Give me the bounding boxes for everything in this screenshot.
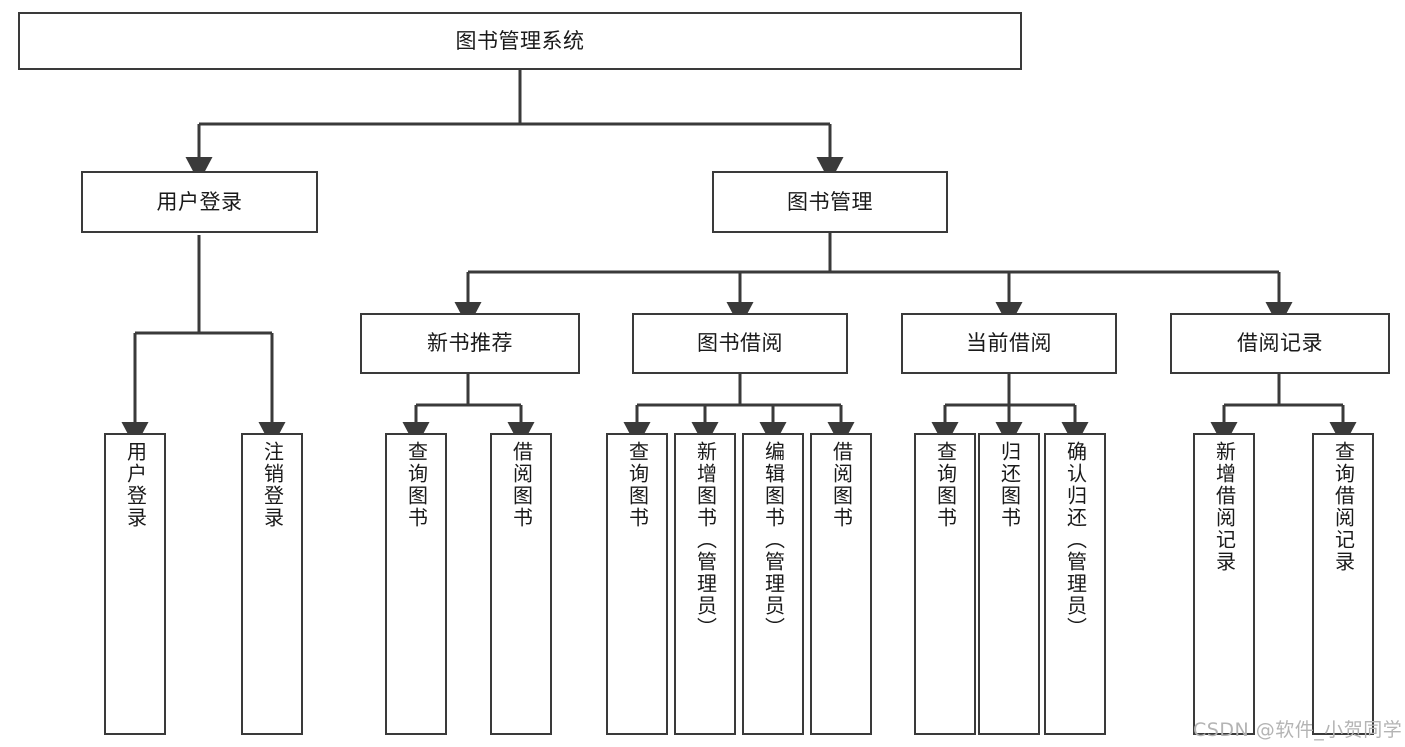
node-book-borrow-label: 图书借阅 [697,331,783,356]
node-user-login-label: 用户登录 [156,189,243,214]
leaf-add-book[interactable]: 新增图书（管理员） [674,433,736,735]
leaf-user-logout-label: 注销登录 [260,441,285,529]
leaf-add-book-label: 新增图书（管理员） [693,441,718,639]
leaf-query-record-label: 查询借阅记录 [1331,441,1356,573]
leaf-add-record-label: 新增借阅记录 [1212,441,1237,573]
leaf-query-book-3[interactable]: 查询图书 [914,433,976,735]
leaf-query-book-2[interactable]: 查询图书 [606,433,668,735]
leaf-query-book-1-label: 查询图书 [404,441,429,529]
leaf-query-book-3-label: 查询图书 [933,441,958,529]
watermark: CSDN @软件_小贺同学 [1193,719,1403,741]
node-current-borrow[interactable]: 当前借阅 [901,313,1117,374]
node-borrow-record[interactable]: 借阅记录 [1170,313,1390,374]
node-book-borrow[interactable]: 图书借阅 [632,313,848,374]
leaf-user-logout[interactable]: 注销登录 [241,433,303,735]
leaf-query-book-2-label: 查询图书 [625,441,650,529]
node-root[interactable]: 图书管理系统 [18,12,1022,70]
node-user-login[interactable]: 用户登录 [81,171,318,233]
leaf-query-book-1[interactable]: 查询图书 [385,433,447,735]
leaf-borrow-book-2-label: 借阅图书 [829,441,854,529]
node-borrow-record-label: 借阅记录 [1237,331,1323,356]
node-book-management-label: 图书管理 [787,189,873,214]
leaf-edit-book-label: 编辑图书（管理员） [761,441,786,639]
node-book-management[interactable]: 图书管理 [712,171,948,233]
leaf-return-book-label: 归还图书 [997,441,1022,529]
leaf-confirm-return[interactable]: 确认归还（管理员） [1044,433,1106,735]
node-new-book-recommend[interactable]: 新书推荐 [360,313,580,374]
node-new-book-recommend-label: 新书推荐 [427,331,513,356]
leaf-add-record[interactable]: 新增借阅记录 [1193,433,1255,735]
node-root-label: 图书管理系统 [455,28,585,53]
leaf-return-book[interactable]: 归还图书 [978,433,1040,735]
leaf-user-login-label: 用户登录 [123,441,148,529]
leaf-borrow-book-1-label: 借阅图书 [509,441,534,529]
leaf-query-record[interactable]: 查询借阅记录 [1312,433,1374,735]
leaf-borrow-book-1[interactable]: 借阅图书 [490,433,552,735]
node-current-borrow-label: 当前借阅 [966,331,1052,356]
leaf-borrow-book-2[interactable]: 借阅图书 [810,433,872,735]
leaf-confirm-return-label: 确认归还（管理员） [1063,441,1088,639]
leaf-user-login[interactable]: 用户登录 [104,433,166,735]
leaf-edit-book[interactable]: 编辑图书（管理员） [742,433,804,735]
